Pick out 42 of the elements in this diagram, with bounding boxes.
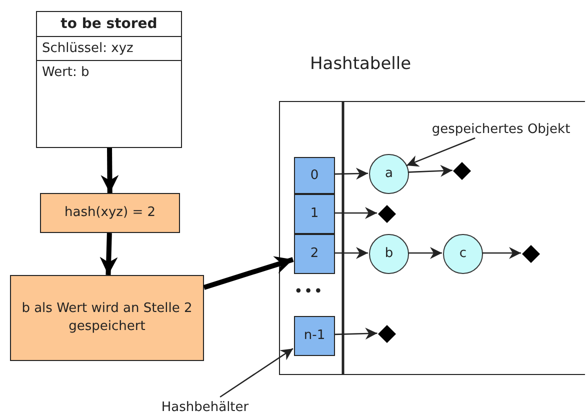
- process-text: hash(xyz) = 2: [64, 204, 156, 222]
- end-diamond: [378, 325, 396, 343]
- callout-text: Hashbehälter: [161, 400, 249, 414]
- object-circle: [369, 154, 409, 194]
- record-box: [36, 11, 182, 148]
- arrow: [334, 247, 368, 259]
- arrow: [334, 207, 377, 219]
- arrow: [408, 247, 442, 259]
- bucket-index: n-1: [304, 327, 326, 345]
- callout-text: gespeichertes Objekt: [432, 122, 570, 136]
- ellipsis-dots: •••: [294, 282, 324, 300]
- process-text: b als Wert wird an Stelle 2 gespeichert: [20, 300, 194, 336]
- bucket-cell: [294, 316, 335, 356]
- bucket-index: 1: [310, 205, 319, 223]
- bucket-index: 2: [310, 245, 319, 263]
- end-diamond: [453, 162, 471, 180]
- table-title: Hashtabelle: [310, 54, 412, 74]
- object-label: a: [385, 165, 393, 183]
- arrow: [100, 232, 118, 276]
- bucket-cell: [294, 194, 335, 234]
- bucket-index: 0: [310, 166, 319, 184]
- arrow: [334, 168, 368, 180]
- arrow: [203, 256, 294, 290]
- arrow: [408, 164, 452, 177]
- bucket-cell: [294, 234, 335, 274]
- process-box: [40, 193, 180, 233]
- object-label: b: [384, 245, 394, 263]
- leader-line: [406, 137, 476, 167]
- record-title: to be stored: [37, 12, 181, 37]
- object-circle: [443, 234, 483, 274]
- leader-line: [220, 348, 294, 398]
- bucket-cell: [294, 157, 335, 194]
- end-diamond: [378, 205, 396, 223]
- arrow: [482, 247, 521, 259]
- process-box: [10, 275, 204, 361]
- object-circle: [369, 234, 409, 274]
- arrow: [100, 148, 119, 194]
- object-label: c: [459, 245, 467, 263]
- field-text: Wert: b: [41, 64, 90, 82]
- end-diamond: [522, 245, 540, 263]
- field-text: Schlüssel: xyz: [37, 37, 181, 61]
- arrow: [334, 328, 378, 340]
